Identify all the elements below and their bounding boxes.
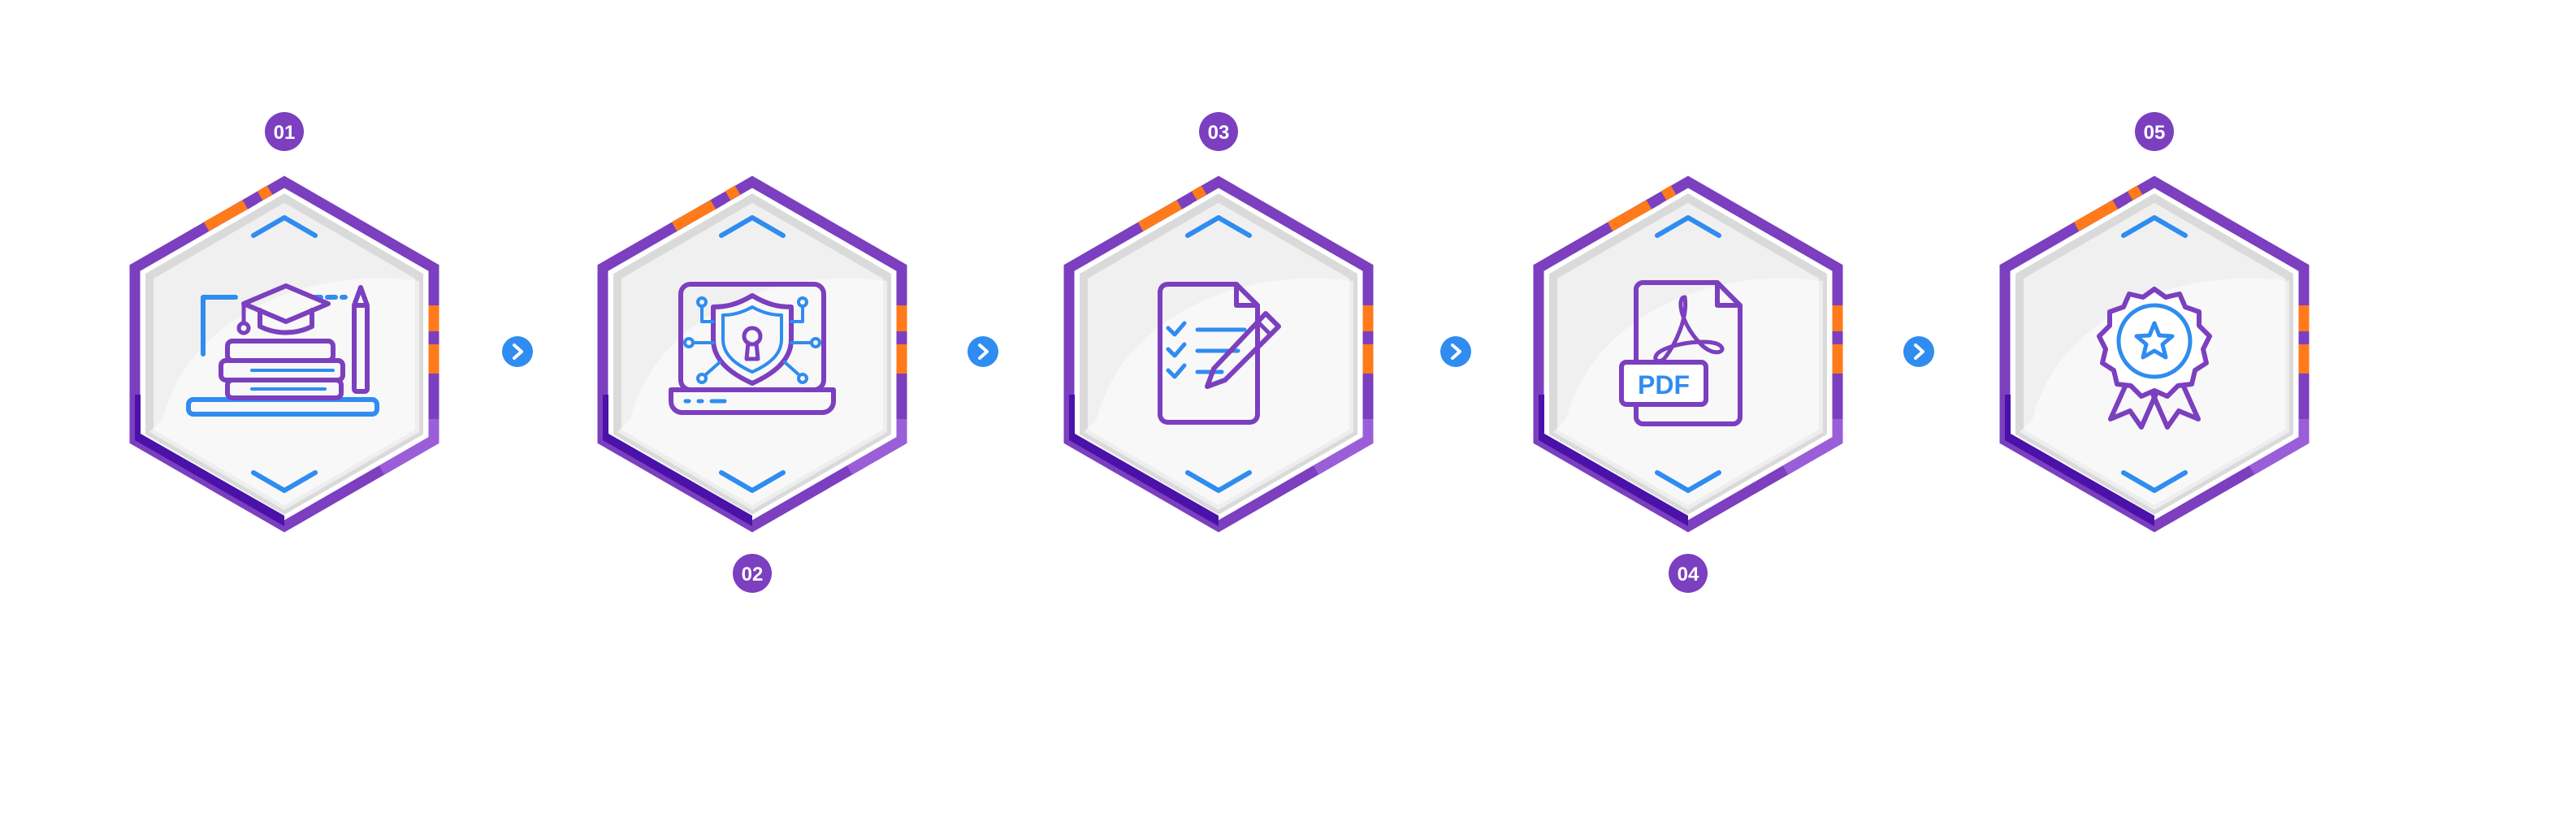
step-4-badge: 04 [1669, 554, 1708, 593]
step-2-number: 02 [742, 564, 764, 586]
step-2 [603, 182, 902, 526]
chevron-right-icon [1902, 335, 1936, 369]
step-5 [2005, 182, 2304, 526]
step-1 [135, 182, 434, 526]
step-4-number: 04 [1678, 564, 1699, 586]
security-laptop-icon [669, 282, 836, 415]
connector-2 [966, 335, 1000, 369]
step-3-badge: 03 [1199, 112, 1238, 151]
hexagon-frame [135, 182, 434, 526]
step-3-number: 03 [1208, 122, 1230, 144]
hexagon-frame [1539, 182, 1838, 526]
hexagon-frame [603, 182, 902, 526]
pdf-file-icon: PDF [1619, 280, 1743, 426]
pdf-label: PDF [1638, 370, 1690, 400]
step-4: PDF [1539, 182, 1838, 526]
chevron-right-icon [966, 335, 1000, 369]
connector-1 [500, 335, 535, 369]
hexagon-frame [1069, 182, 1368, 526]
graduation-laptop-icon [186, 283, 379, 417]
chevron-right-icon [1439, 335, 1473, 369]
connector-3 [1439, 335, 1473, 369]
step-3 [1069, 182, 1368, 526]
step-5-badge: 05 [2135, 112, 2174, 151]
connector-4 [1902, 335, 1936, 369]
step-5-number: 05 [2144, 122, 2166, 144]
chevron-right-icon [500, 335, 535, 369]
step-2-badge: 02 [733, 554, 772, 593]
step-1-badge: 01 [265, 112, 304, 151]
step-1-number: 01 [274, 122, 296, 144]
document-pencil-icon [1158, 282, 1281, 425]
award-badge-icon [2097, 287, 2212, 430]
